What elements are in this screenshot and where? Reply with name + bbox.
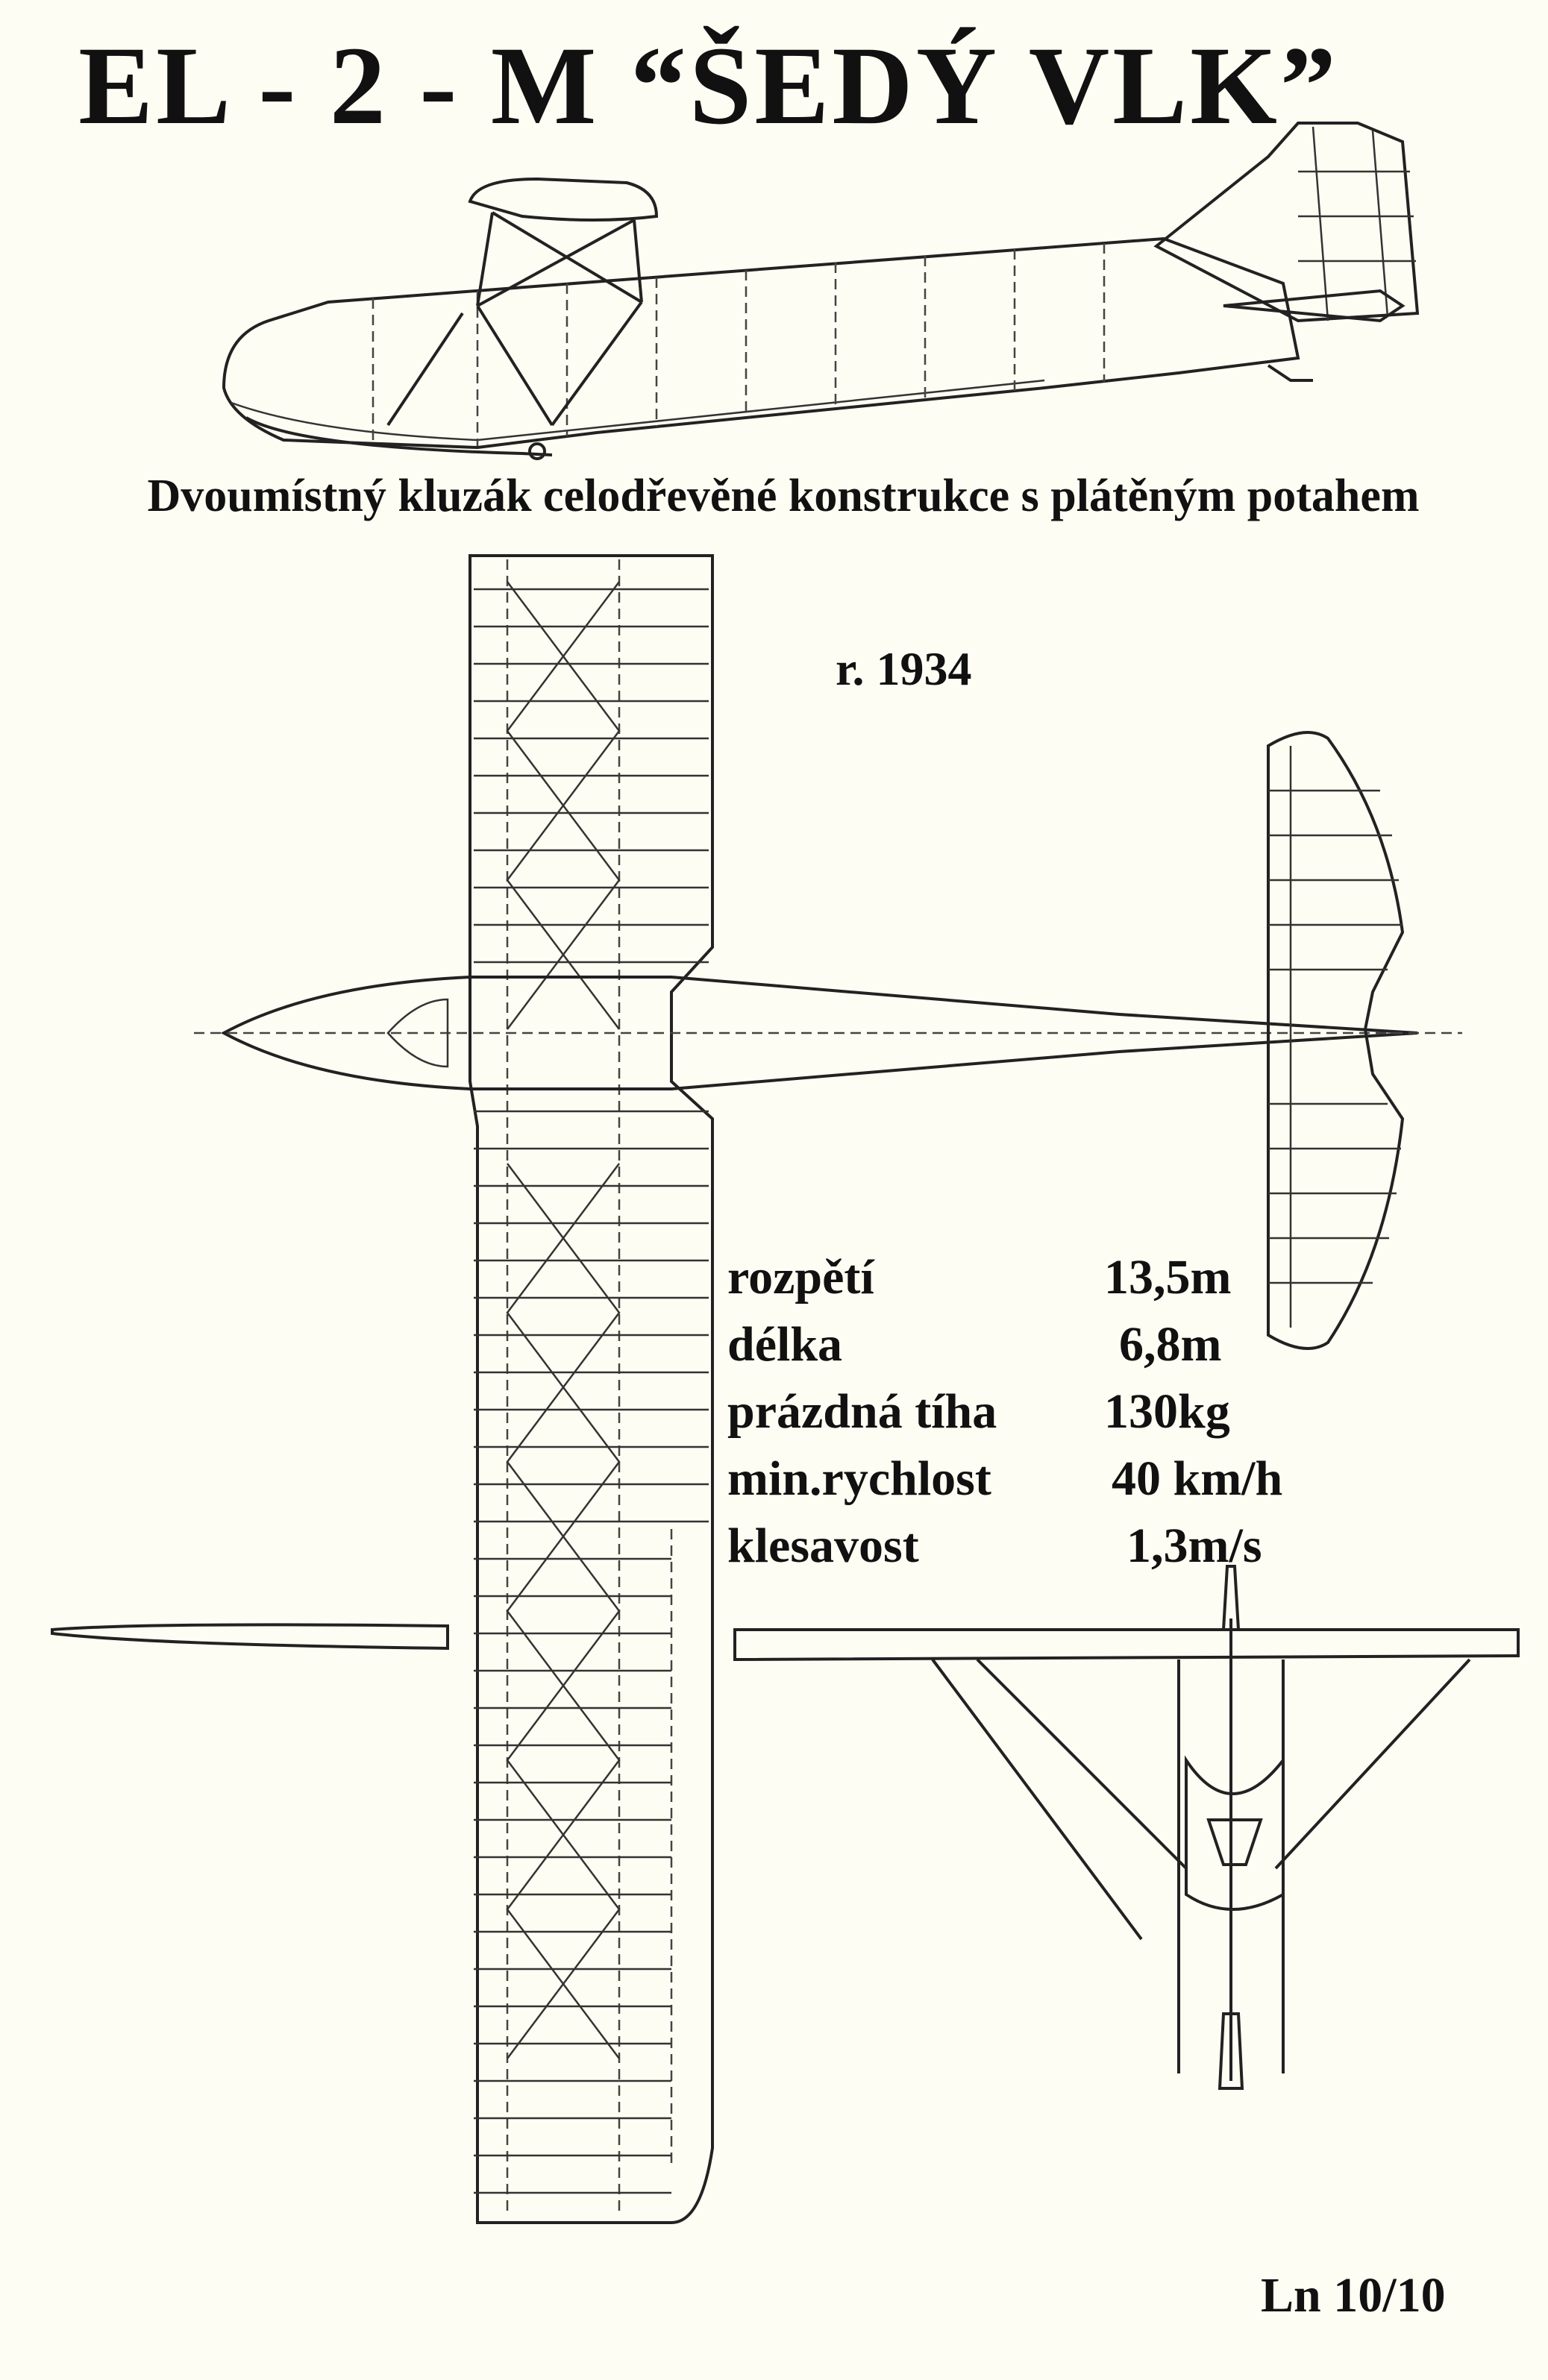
- wing-section: [51, 1623, 449, 1651]
- spec-label: rozpětí: [727, 1250, 874, 1304]
- source-reference: Ln 10/10: [1261, 2268, 1446, 2323]
- front-view: [733, 1565, 1520, 2090]
- spec-label: délka: [727, 1317, 843, 1372]
- spec-value: 1,3m/s: [1126, 1519, 1262, 1573]
- spec-value: 40 km/h: [1112, 1451, 1283, 1506]
- spec-value: 130kg: [1104, 1384, 1230, 1439]
- drawing-subtitle: Dvoumístný kluzák celodřevěné konstrukce…: [147, 471, 1420, 521]
- spec-value: 13,5m: [1104, 1250, 1232, 1304]
- drawing-title: EL - 2 - M “ŠEDÝ VLK”: [78, 24, 1339, 148]
- year-label: r. 1934: [836, 642, 972, 695]
- top-view: [194, 554, 1462, 2224]
- spec-label: klesavost: [727, 1519, 919, 1573]
- spec-label: prázdná tíha: [727, 1384, 997, 1439]
- side-view: [222, 122, 1420, 460]
- spec-label: min.rychlost: [727, 1451, 991, 1506]
- spec-value: 6,8m: [1119, 1317, 1222, 1372]
